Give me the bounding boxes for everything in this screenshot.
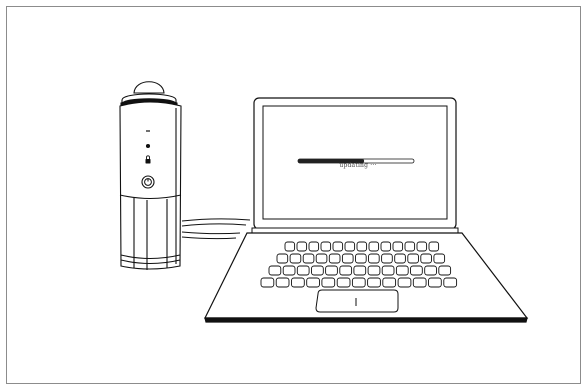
keyboard-key xyxy=(421,254,432,263)
keyboard-key xyxy=(369,254,380,263)
keyboard-key xyxy=(342,254,353,263)
keyboard-key xyxy=(429,278,442,287)
keyboard-key xyxy=(303,254,314,263)
keyboard-key xyxy=(357,242,367,251)
keyboard-key xyxy=(356,254,367,263)
keyboard-key xyxy=(434,254,445,263)
keyboard-key xyxy=(309,242,319,251)
keyboard-key xyxy=(345,242,355,251)
keyboard-key xyxy=(352,278,365,287)
device-indicator-dot xyxy=(147,145,150,148)
keyboard-key xyxy=(316,254,327,263)
keyboard-key xyxy=(429,242,439,251)
laptop xyxy=(205,98,527,322)
power-button-icon xyxy=(142,176,154,188)
keyboard-key xyxy=(369,242,379,251)
keyboard-key xyxy=(269,266,281,275)
keyboard-key xyxy=(395,254,406,263)
keyboard-key xyxy=(439,266,451,275)
keyboard-key xyxy=(290,254,301,263)
keyboard-key xyxy=(382,266,394,275)
keyboard-key xyxy=(393,242,403,251)
keyboard-key xyxy=(411,266,423,275)
keyboard-key xyxy=(417,242,427,251)
keyboard-key xyxy=(277,254,288,263)
keyboard-key xyxy=(307,278,320,287)
keyboard-key xyxy=(329,254,340,263)
keyboard-key xyxy=(368,266,380,275)
keyboard-key xyxy=(444,278,457,287)
keyboard-key xyxy=(312,266,324,275)
keyboard-key xyxy=(297,266,309,275)
keyboard-key xyxy=(321,242,331,251)
keyboard-key xyxy=(398,278,411,287)
keyboard-key xyxy=(354,266,366,275)
update-status-text: updating ··· xyxy=(300,162,416,169)
device-dome xyxy=(134,82,164,93)
laptop-trackpad xyxy=(316,290,398,312)
keyboard-key xyxy=(383,278,396,287)
keyboard-key xyxy=(337,278,350,287)
usb-cable xyxy=(182,219,250,239)
keyboard-key xyxy=(326,266,338,275)
keyboard-key xyxy=(322,278,335,287)
conference-device xyxy=(120,82,181,270)
keyboard-key xyxy=(276,278,289,287)
keyboard-key xyxy=(405,242,415,251)
keyboard-key xyxy=(413,278,426,287)
keyboard-key xyxy=(283,266,295,275)
keyboard-key xyxy=(408,254,419,263)
keyboard-key xyxy=(285,242,295,251)
keyboard-key xyxy=(340,266,352,275)
keyboard-key xyxy=(297,242,307,251)
keyboard-key xyxy=(381,242,391,251)
keyboard-key xyxy=(382,254,393,263)
keyboard-key xyxy=(292,278,305,287)
keyboard-key xyxy=(396,266,408,275)
keyboard-key xyxy=(261,278,274,287)
keyboard-key xyxy=(368,278,381,287)
keyboard-key xyxy=(425,266,437,275)
keyboard-key xyxy=(333,242,343,251)
